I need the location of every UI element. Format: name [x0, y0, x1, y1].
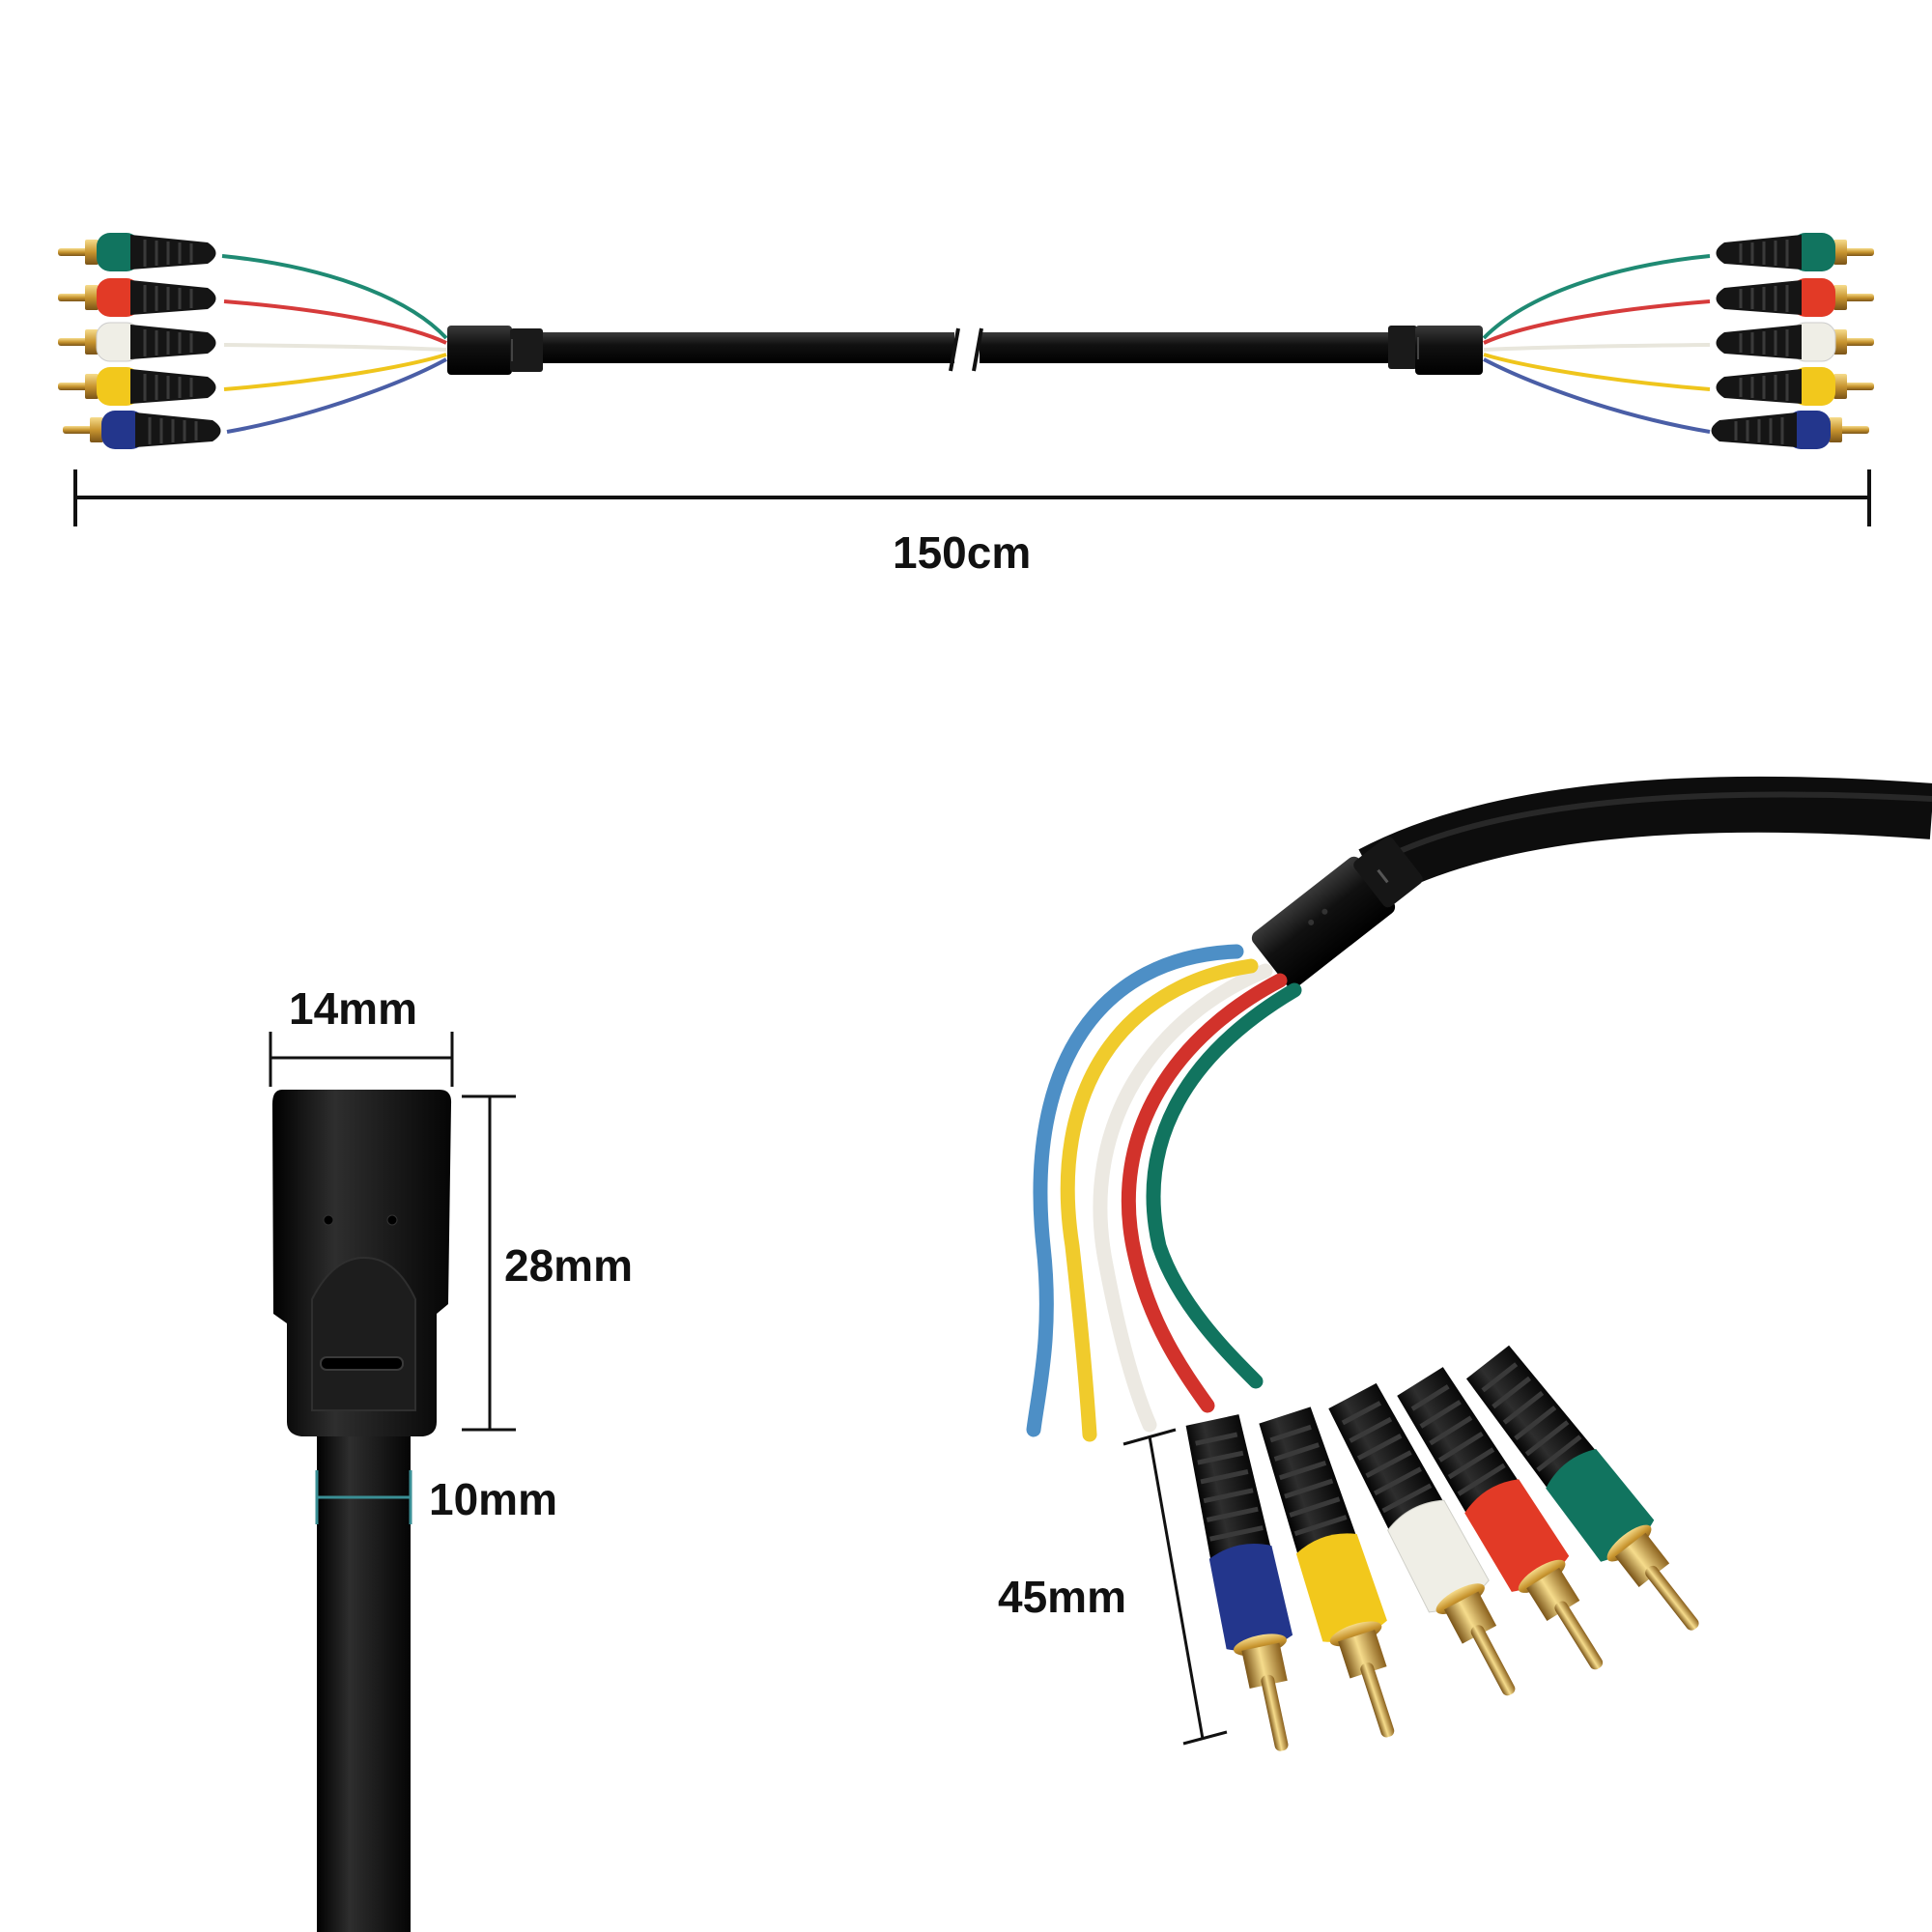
plug-green-left — [58, 233, 216, 271]
diameter-dimension-line — [315, 1470, 412, 1524]
height-dimension-line — [462, 1094, 516, 1432]
plug-yellow-left — [58, 367, 216, 406]
right-wires — [1482, 254, 1711, 434]
splitter-closeup — [269, 1032, 516, 1932]
plug-red-right — [1716, 278, 1874, 317]
plug-length-label: 45mm — [998, 1572, 1126, 1622]
full-cable-view — [58, 233, 1874, 526]
closeup-main-cable — [1358, 776, 1932, 899]
closeup-splitter — [1251, 837, 1423, 989]
splitter-dot — [323, 1214, 334, 1226]
cable-break-mark — [949, 327, 983, 372]
plugs-closeup — [1026, 776, 1932, 1751]
plug-blue-right — [1711, 411, 1869, 449]
plug-white-right — [1716, 322, 1874, 362]
right-plugs — [1711, 233, 1874, 449]
splitter-length-label: 28mm — [504, 1240, 633, 1291]
left-splitter — [447, 326, 543, 375]
plug-length-dimension-line — [1122, 1428, 1228, 1746]
main-cable-right — [980, 332, 1400, 363]
splitter-width-label: 14mm — [289, 983, 417, 1034]
left-wires — [221, 254, 448, 434]
plug-yellow-closeup — [1259, 1406, 1395, 1738]
closeup-cable — [317, 1425, 411, 1932]
plug-white-closeup — [1328, 1382, 1516, 1696]
length-dimension-line — [73, 469, 1871, 526]
plug-blue-closeup — [1185, 1414, 1293, 1751]
closeup-plugs — [1185, 1345, 1699, 1751]
splitter-ridge — [311, 1256, 416, 1411]
splitter-dot — [386, 1214, 398, 1226]
plug-red-closeup — [1397, 1367, 1604, 1670]
width-dimension-line — [269, 1032, 454, 1087]
plug-yellow-right — [1716, 367, 1874, 406]
plug-red-left — [58, 278, 216, 317]
plug-white-left — [58, 322, 216, 362]
closeup-wires — [1026, 944, 1302, 1442]
plug-green-closeup — [1465, 1345, 1699, 1631]
left-plugs — [58, 233, 221, 449]
splitter-slot — [320, 1356, 404, 1371]
main-cable-left — [536, 332, 954, 363]
plug-blue-left — [63, 411, 221, 449]
cable-diameter-label: 10mm — [429, 1474, 557, 1524]
plug-green-right — [1716, 233, 1874, 271]
total-length-label: 150cm — [893, 527, 1032, 578]
right-splitter — [1388, 326, 1483, 375]
